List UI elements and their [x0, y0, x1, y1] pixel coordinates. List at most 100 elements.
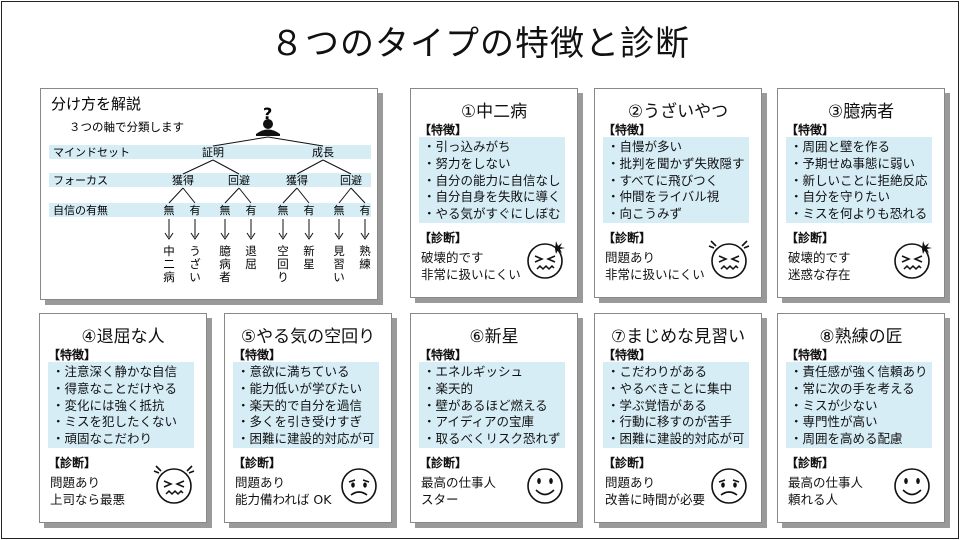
feature-item: ・責任感が強く信頼あり [790, 364, 928, 379]
leaf-type-label: 空 [277, 244, 289, 258]
leaf-type-label: 見 [333, 244, 345, 258]
features-list: ・責任感が強く信頼あり・常に次の手を考える・ミスが少ない・専門性が高い・周囲を高… [786, 362, 932, 448]
diagnosis-text: 最高の仕事人頼れる人 [788, 474, 863, 508]
confidence-value: 無 [164, 203, 175, 217]
feature-item: ・多くを引き受けすぎ [237, 414, 363, 430]
classification-tree: 分け方を解説 ３つの軸で分類します ? マインドセット フォーカス 自信の有無 [49, 95, 371, 284]
type-card-master: ⑧熟練の匠【特徴】・責任感が強く信頼あり・常に次の手を考える・ミスが少ない・専門… [777, 313, 945, 523]
leaf-arrows [164, 219, 370, 240]
features-label: 【特徴】 [603, 123, 652, 137]
diagnosis-line: 問題あり [235, 475, 286, 490]
type-card-apprentice: ⑦まじめな見習い【特徴】・こだわりがある・やるべきことに集中・学ぶ覚悟がある・行… [594, 313, 762, 523]
type-name: ②うざいやつ [627, 102, 729, 122]
features-label: 【特徴】 [786, 123, 835, 137]
feature-item: ・注意深く静かな自信 [52, 364, 178, 379]
focus-value: 獲得 [286, 174, 308, 187]
features-label: 【特徴】 [419, 123, 468, 137]
leaf-type-label: う [189, 244, 201, 258]
feature-item: ・引っ込みがち [423, 139, 511, 154]
diagnosis-line: 迷惑な存在 [788, 267, 851, 282]
feature-item: ・困難に建設的対応が可 [237, 431, 375, 447]
confidence-value: 無 [278, 203, 289, 217]
feature-item: ・意欲に満ちている [237, 364, 350, 379]
diagnosis-line: 改善に時間が必要 [605, 492, 706, 507]
page-title: ８つのタイプの特徴と診断 [270, 24, 690, 64]
diagnosis-text: 破壊的です非常に扱いにくい [421, 249, 521, 283]
features-list: ・エネルギッシュ・楽天的・壁があるほど燃える・アイディアの宝庫・取るべくリスク恐… [419, 362, 565, 448]
worried-face-icon [711, 468, 747, 504]
confidence-value: 有 [360, 203, 371, 217]
feature-item: ・ミスが少ない [790, 397, 878, 413]
type-card-rising-star: ⑥新星【特徴】・エネルギッシュ・楽天的・壁があるほど燃える・アイディアの宝庫・取… [410, 313, 578, 523]
feature-item: ・自分の能力に自信なし [423, 172, 561, 188]
axis-label-focus: フォーカス [53, 174, 108, 187]
confidence-value: 有 [304, 203, 315, 217]
face-container [890, 237, 934, 281]
diagnosis-label: 【診断】 [603, 456, 652, 470]
focus-value: 回避 [340, 173, 362, 187]
feature-item: ・得意なことだけやる [52, 380, 178, 396]
leaf-type-label: 病 [219, 257, 231, 271]
leaf-type-label: 練 [359, 257, 371, 271]
type-card-chunibyo: ①中二病【特徴】・引っ込みがち・努力をしない・自分の能力に自信なし・自分自身を失… [410, 88, 578, 298]
feature-item: ・専門性が高い [790, 414, 878, 430]
smile-face-icon [527, 468, 563, 504]
diagnosis-label: 【診断】 [786, 456, 835, 470]
diagnosis-text: 最高の仕事人スター [421, 474, 496, 508]
leaf-type-label: ざ [189, 257, 201, 271]
feature-item: ・周囲を高める配慮 [790, 431, 903, 447]
feature-item: ・行動に移すのが苦手 [607, 414, 733, 430]
type-card-uzai: ②うざいやつ【特徴】・自慢が多い・批判を聞かず失敗隠す・すべてに飛びつく・仲間を… [594, 88, 762, 298]
smile-face-icon [894, 468, 930, 504]
type-name: ⑧熟練の匠 [819, 327, 903, 347]
band-mindset [49, 145, 371, 159]
confidence-value: 無 [220, 203, 231, 217]
leaf-type-label: 熟 [359, 244, 371, 258]
leaf-type-label: り [277, 270, 289, 284]
diagnosis-line: スター [421, 492, 459, 507]
diagnosis-line: 上司なら最悪 [50, 492, 126, 507]
leaf-type-label: 中 [163, 244, 175, 258]
type-card-spinning: ⑤やる気の空回り【特徴】・意欲に満ちている・能力低いが学びたい・楽天的で自分を過… [224, 313, 392, 523]
confidence-value: 無 [334, 203, 345, 217]
leaf-type-label: 回 [277, 257, 289, 271]
leaf-type-label: い [189, 270, 201, 284]
face-container [707, 462, 751, 506]
type-name: ⑤やる気の空回り [240, 327, 376, 347]
leaf-type-label: い [333, 270, 345, 284]
feature-item: ・すべてに飛びつく [607, 172, 719, 188]
focus-value: 回避 [228, 173, 250, 187]
feature-item: ・予期せぬ事態に弱い [790, 155, 916, 171]
features-label: 【特徴】 [419, 348, 468, 362]
feature-item: ・能力低いが学びたい [237, 380, 363, 396]
diagnosis-label: 【診断】 [419, 231, 468, 245]
diagnosis-line: 破壊的です [421, 250, 484, 265]
feature-item: ・変化には強く抵抗 [52, 397, 165, 413]
features-label: 【特徴】 [786, 348, 835, 362]
features-list: ・こだわりがある・やるべきことに集中・学ぶ覚悟がある・行動に移すのが苦手・困難に… [603, 362, 749, 448]
diagnosis-label: 【診断】 [233, 456, 282, 470]
confidence-value: 有 [246, 203, 257, 217]
diagnosis-text: 問題あり能力備われば OK [235, 474, 331, 508]
overview-panel: 分け方を解説 ３つの軸で分類します ? マインドセット フォーカス 自信の有無 [40, 88, 378, 300]
diagnosis-line: 非常に扱いにくい [421, 267, 521, 282]
leaf-type-label: 星 [303, 257, 315, 271]
diagnosis-line: 能力備われば OK [235, 492, 332, 507]
diagnosis-text: 問題あり改善に時間が必要 [605, 474, 705, 508]
focus-value: 獲得 [172, 174, 194, 187]
person-question-icon: ? [256, 104, 280, 136]
diagnosis-line: 問題あり [605, 475, 656, 490]
diagnosis-line: 問題あり [50, 475, 101, 490]
diagnosis-label: 【診断】 [48, 456, 97, 470]
type-name: ③臆病者 [827, 102, 895, 122]
axis-label-mindset: マインドセット [53, 146, 130, 159]
feature-item: ・楽天的で自分を過信 [237, 397, 363, 413]
angry-alert-face-icon [708, 240, 750, 279]
tree-lines [168, 136, 366, 204]
type-card-boring: ④退屈な人【特徴】・注意深く静かな自信・得意なことだけやる・変化には強く抵抗・ミ… [39, 313, 207, 523]
type-name: ①中二病 [460, 102, 528, 122]
leaf-type-label: 病 [163, 270, 175, 284]
diagnosis-label: 【診断】 [786, 231, 835, 245]
face-container [152, 462, 196, 506]
